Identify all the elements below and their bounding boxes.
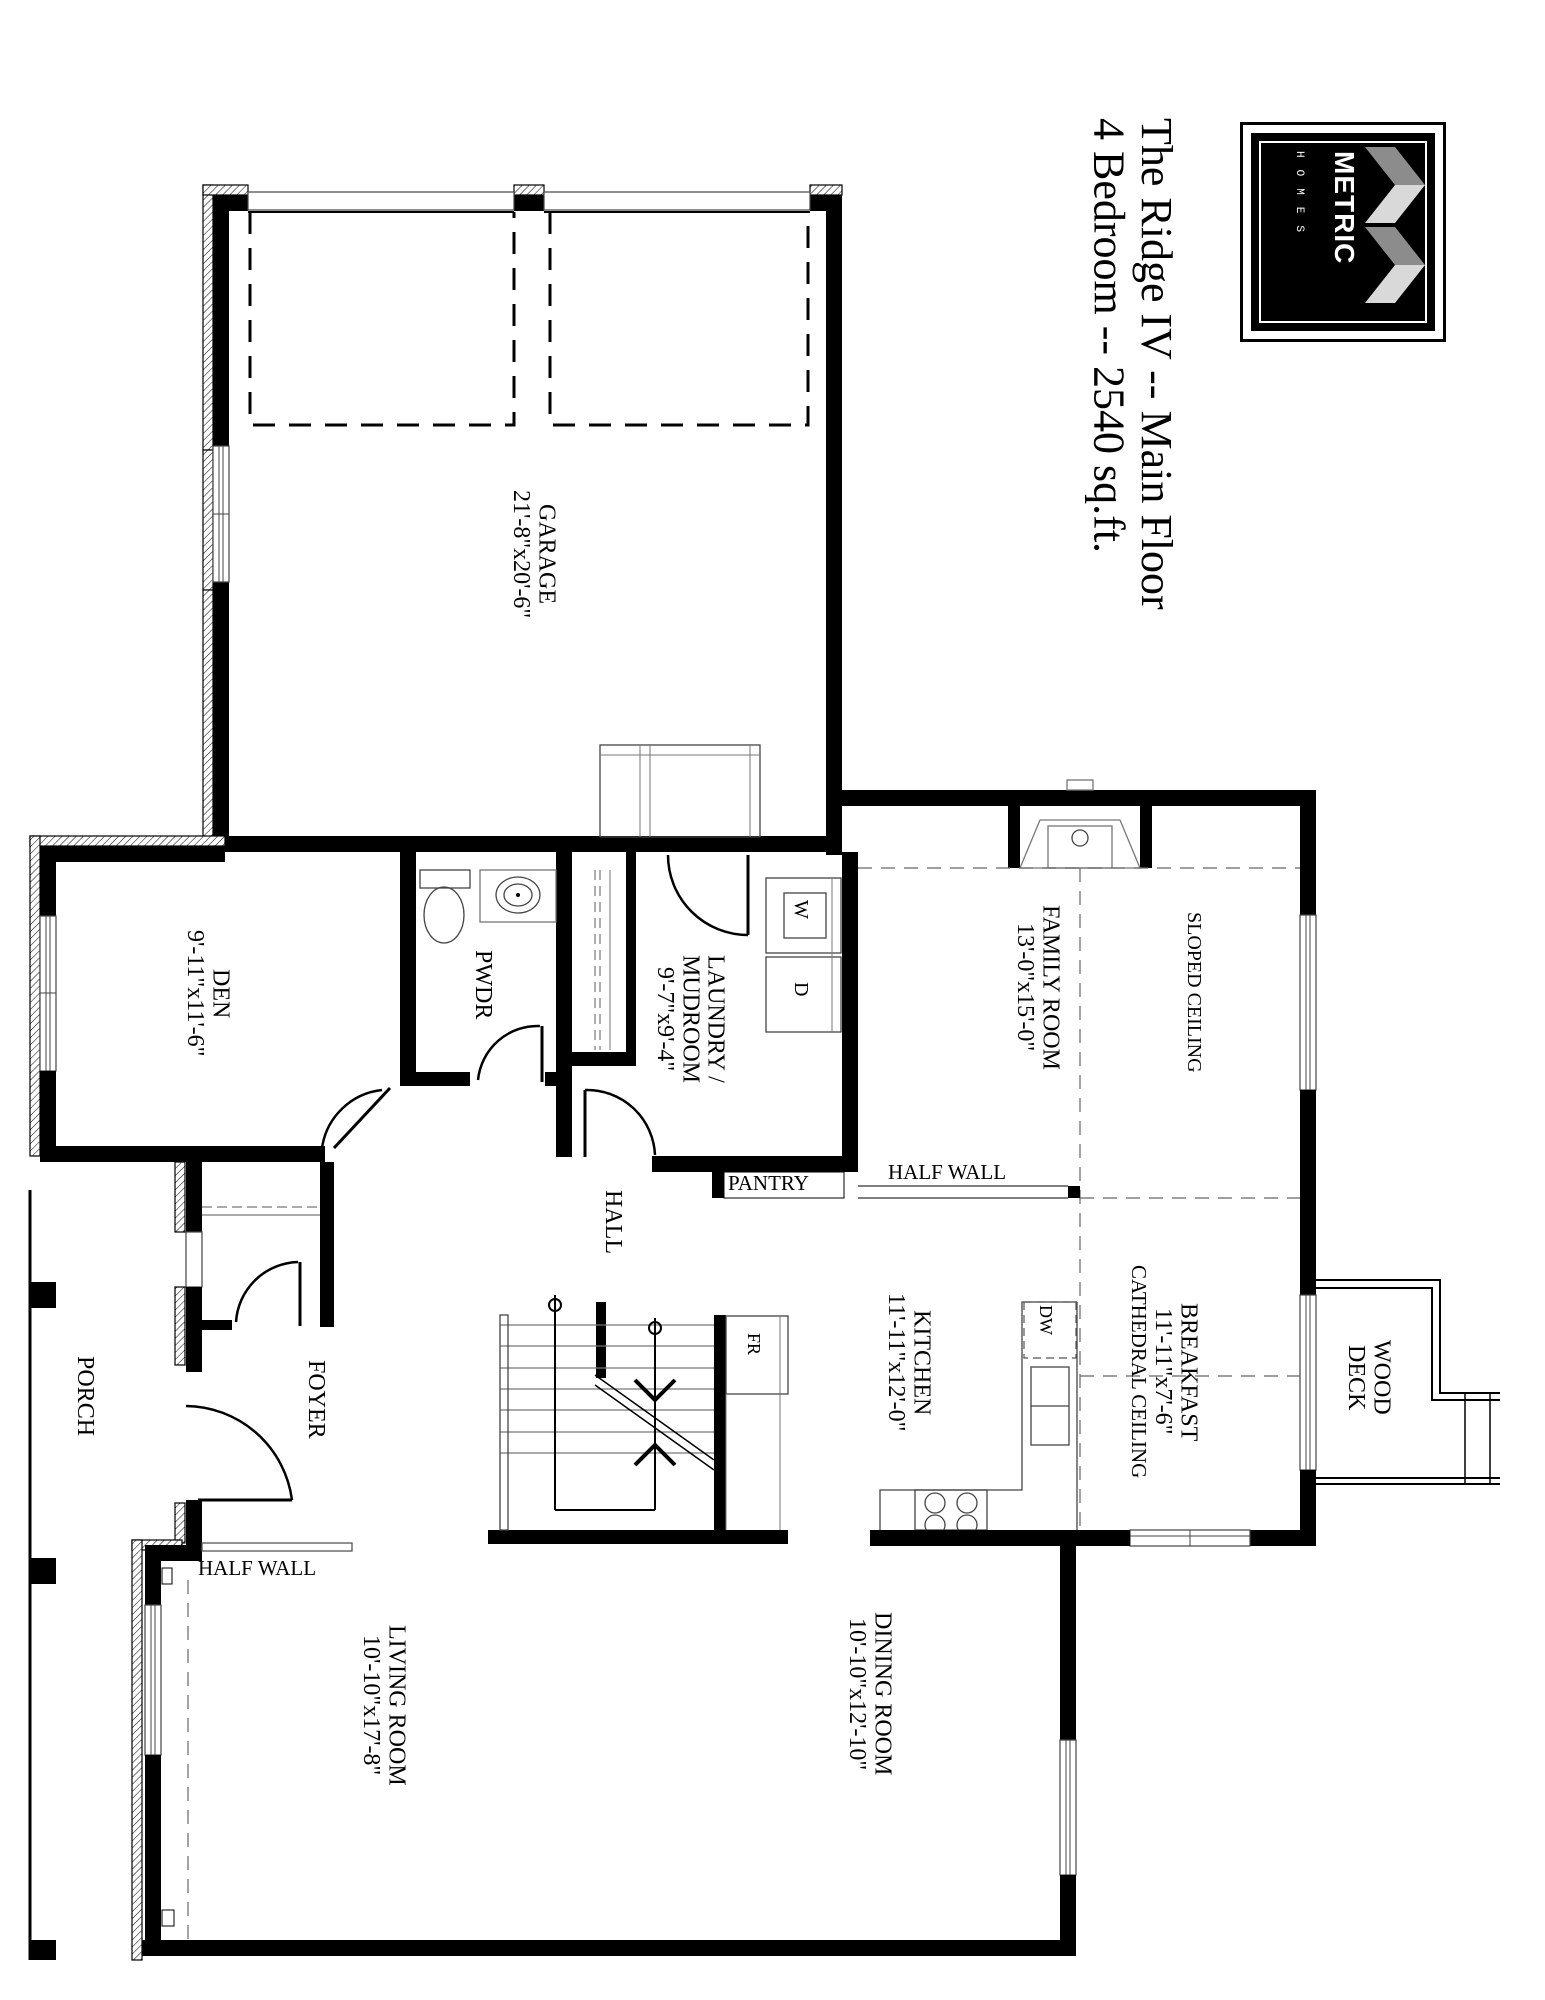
room-dims: 21'-8"x20'-6" (508, 490, 535, 619)
room-label-foyer: FOYER (303, 1360, 330, 1439)
half-wall-living-label: HALF WALL (198, 1556, 317, 1580)
washer-label: W (790, 900, 812, 919)
front-walls (28, 1161, 353, 1961)
dryer-label: D (790, 982, 812, 997)
room-label-laundry: LAUNDRY / MUDROOM 9'-7"x9'-4" (652, 955, 729, 1084)
room-dims: 9'-11"x11'-6" (182, 930, 209, 1057)
room-label-living-room: LIVING ROOM 10'-10"x17'-8" (358, 1625, 410, 1786)
room-name: DEN (207, 968, 234, 1018)
chevron-logo-icon (1365, 147, 1425, 303)
room-label-dining-room: DINING ROOM 10'-10"x12'-10" (844, 1612, 896, 1776)
room-label-breakfast: BREAKFAST 11'-11"x7'-6" CATHEDRAL CEILIN… (1127, 1265, 1202, 1479)
fridge-label: FR (743, 1333, 764, 1356)
pwdr-laundry-walls (400, 852, 858, 1199)
garage-walls (202, 184, 843, 855)
room-dims: 13'-0"x15'-0" (1012, 923, 1039, 1052)
room-name: GARAGE (533, 504, 560, 605)
half-wall-family-label: HALF WALL (888, 1160, 1007, 1184)
room-label-porch: PORCH (72, 1356, 99, 1437)
family-kitchen-walls (140, 779, 1500, 1956)
den-walls (29, 835, 392, 1162)
room-label-den: DEN 9'-11"x11'-6" (182, 930, 234, 1057)
room-label-hall: HALL (600, 1190, 627, 1254)
dishwasher-label: DW (1035, 1305, 1056, 1335)
room-label-family-room: FAMILY ROOM 13'-0"x15'-0" (1012, 905, 1064, 1070)
plan-title-line1: The Ridge IV -- Main Floor (1132, 118, 1182, 610)
room-label-pwdr: PWDR (470, 950, 497, 1020)
logo-frame (1259, 141, 1427, 323)
room-label-wood-deck: WOOD DECK (1343, 1340, 1395, 1415)
note-cathedral-ceiling: CATHEDRAL CEILING (1127, 1265, 1152, 1479)
room-label-garage: GARAGE 21'-8"x20'-6" (508, 490, 560, 619)
metric-homes-logo: METRIC HOMES (1240, 122, 1446, 342)
plan-title-line2: 4 Bedroom -- 2540 sq.ft. (1084, 118, 1134, 554)
logo-background: METRIC HOMES (1251, 133, 1435, 331)
logo-sub-text: HOMES (1293, 151, 1305, 245)
room-name: FAMILY ROOM (1037, 905, 1064, 1070)
pantry-label: PANTRY (728, 1171, 809, 1195)
staircase (488, 1295, 789, 1544)
plan-title: The Ridge IV -- Main Floor 4 Bedroom -- … (1084, 118, 1182, 610)
note-sloped-ceiling: SLOPED CEILING (1183, 912, 1205, 1073)
room-label-kitchen: KITCHEN 11'-11"x12'-0" (883, 1293, 935, 1432)
logo-brand-text: METRIC (1329, 151, 1360, 265)
